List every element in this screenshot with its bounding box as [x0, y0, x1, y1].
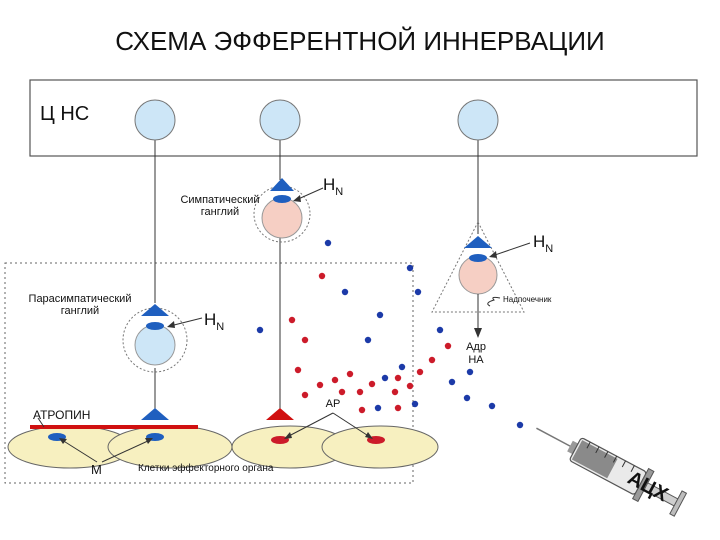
ach-dot [381, 374, 389, 382]
m-arrow [101, 439, 151, 463]
na-label: НА [468, 354, 484, 366]
ach-dot [324, 239, 332, 247]
syringe-icon [536, 427, 688, 517]
ach-dot [436, 326, 444, 334]
na-dot [368, 380, 376, 388]
na-dot [316, 381, 324, 389]
adrenal-release-arrow-icon [474, 328, 482, 338]
cns-neuron [134, 99, 176, 141]
na-dot [346, 370, 354, 378]
na-dot [331, 376, 339, 384]
cns-neuron [259, 99, 301, 141]
hn-arrow-adrenal-icon [489, 251, 497, 258]
parasympathetic-ganglion-receptor [141, 304, 169, 316]
na-dot [358, 406, 366, 414]
hn-label-adrenal: НN [533, 232, 553, 255]
m-arrow-icon [145, 438, 153, 444]
ach-dot [376, 311, 384, 319]
parasympathetic-terminal [141, 408, 169, 420]
na-dot [318, 272, 326, 280]
parasympathetic-ganglion-label: ганглий [61, 305, 99, 317]
ach-dot [414, 288, 422, 296]
adrenal-label-pointer [487, 296, 501, 307]
na-dot [428, 356, 436, 364]
adrenal-receptor [464, 236, 492, 248]
hn-arrow-parasympathetic-icon [167, 321, 175, 328]
ar-arrow [286, 412, 334, 438]
cns-label: Ц НС [40, 103, 89, 125]
adr-label: Адр [466, 341, 486, 353]
ach-dot [516, 421, 524, 429]
na-dot [394, 374, 402, 382]
ach-dot [411, 400, 419, 408]
hn-arrow-sympathetic-icon [293, 195, 301, 202]
effector-cells-label: Клетки эффекторного органа [138, 462, 274, 474]
na-dot [444, 342, 452, 350]
m-arrow [61, 439, 98, 463]
diagram-title: СХЕМА ЭФФЕРЕНТНОЙ ИННЕРВАЦИИ [115, 26, 604, 56]
ach-dot [364, 336, 372, 344]
sympathetic-ganglion-label: Симпатический [180, 194, 259, 206]
parasympathetic-ganglion-outline [122, 307, 188, 373]
ar-arrow-icon [284, 432, 292, 439]
parasympathetic-ganglion-receptor [146, 322, 164, 330]
hn-arrow-adrenal [491, 242, 531, 257]
noradrenaline-molecules [288, 272, 452, 414]
na-dot [416, 368, 424, 376]
peripheral-region [4, 262, 414, 484]
na-dot [394, 404, 402, 412]
sympathetic-ganglion-cell [261, 197, 303, 239]
m-label: М [91, 462, 102, 477]
ach-dot [488, 402, 496, 410]
sympathetic-ganglion-outline [253, 185, 311, 243]
parasympathetic-ganglion-label: Парасимпатический [29, 293, 132, 305]
na-dot [338, 388, 346, 396]
ach-dot [448, 378, 456, 386]
hn-label-sympathetic: НN [323, 175, 343, 198]
na-dot [288, 316, 296, 324]
ar-label: АР [326, 398, 341, 410]
cns-box [29, 79, 698, 157]
ach-dot [398, 363, 406, 371]
atropine-label: АТРОПИН [33, 408, 90, 422]
na-dot [406, 382, 414, 390]
na-dot [301, 336, 309, 344]
m-arrow-icon [59, 438, 67, 444]
hn-arrow-sympathetic [295, 187, 324, 201]
sympathetic-ganglion-label: ганглий [201, 206, 239, 218]
ach-dot [463, 394, 471, 402]
effector-cell [321, 425, 439, 469]
ach-dot [374, 404, 382, 412]
na-dot [356, 388, 364, 396]
sympathetic-terminal [266, 408, 294, 420]
ach-dot [466, 368, 474, 376]
sympathetic-ganglion-receptor [270, 178, 294, 191]
atropine-pointer [37, 417, 45, 428]
na-dot [301, 391, 309, 399]
effector-cell [107, 425, 233, 469]
cns-neuron [457, 99, 499, 141]
adrenal-receptor [469, 254, 487, 262]
ar-arrow-icon [365, 432, 373, 439]
adrenoreceptor [271, 436, 289, 444]
adrenal-label: Надпочечник [503, 295, 552, 304]
ach-dot [256, 326, 264, 334]
ach-dot [341, 288, 349, 296]
na-dot [391, 388, 399, 396]
sympathetic-ganglion-receptor [273, 195, 291, 203]
na-dot [294, 366, 302, 374]
acetylcholine-molecules [256, 239, 524, 429]
hn-label-parasympathetic: НN [204, 310, 224, 333]
ach-dot [406, 264, 414, 272]
hn-arrow-parasympathetic [169, 317, 203, 327]
parasympathetic-ganglion-cell [134, 324, 176, 366]
ar-arrow [332, 412, 371, 438]
